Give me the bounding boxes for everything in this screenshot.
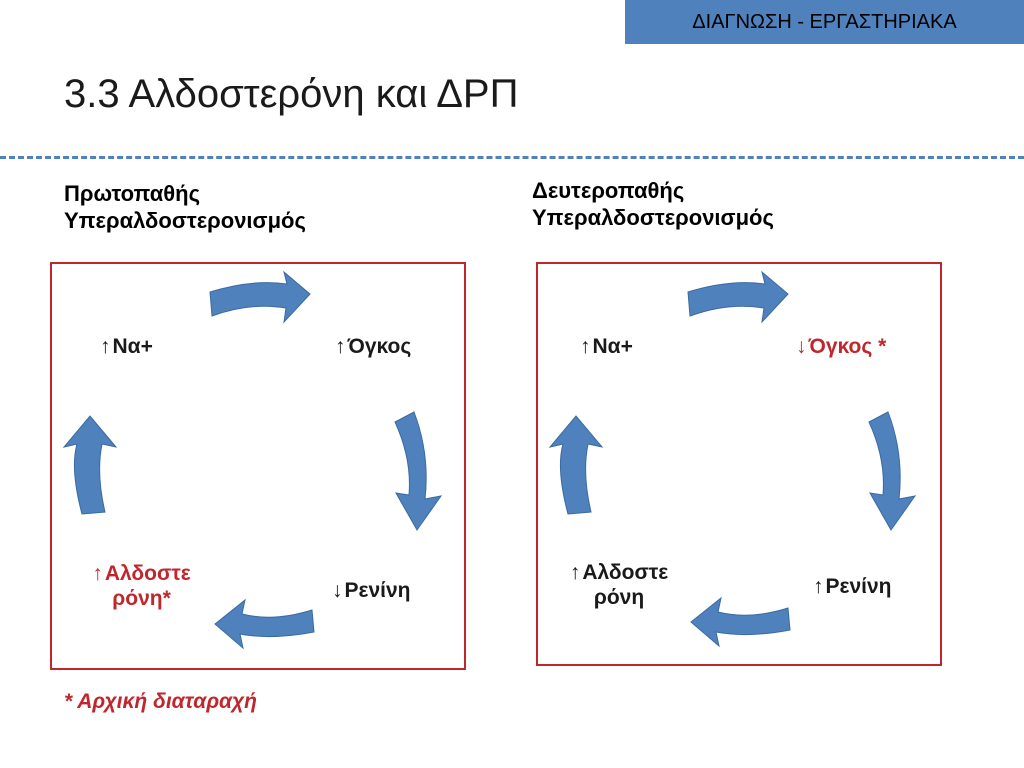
primary-cycle-panel: ↑Να+ ↑Όγκος ↓Ρενίνη ↑Αλδοστε ρόνη*: [50, 262, 466, 670]
primary-heading: Πρωτοπαθής Υπεραλδοστερονισμός: [64, 181, 306, 233]
secondary-sodium-node: ↑Να+: [580, 335, 633, 358]
arrow-up-icon: ↑: [100, 335, 111, 358]
dashed-divider: [0, 156, 1024, 159]
arrow-up-icon: ↑: [335, 335, 346, 358]
arrow-up-icon: ↑: [580, 335, 591, 358]
primary-cycle-arrows: [62, 270, 443, 650]
page-title: 3.3 Αλδοστερόνη και ΔΡΠ: [64, 72, 519, 116]
arrow-down-icon: ↓: [796, 335, 807, 358]
curved-arrow-icon: [868, 411, 917, 531]
curved-arrow-icon: [548, 415, 604, 515]
arrow-up-icon: ↑: [92, 562, 103, 585]
section-tag: ΔΙΑΓΝΩΣΗ - ΕΡΓΑΣΤΗΡΙΑΚΑ: [625, 0, 1024, 44]
curved-arrow-icon: [687, 270, 789, 324]
primary-volume-node: ↑Όγκος: [335, 335, 412, 358]
arrow-up-icon: ↑: [569, 561, 581, 584]
arrow-down-icon: ↓: [332, 579, 343, 602]
curved-arrow-icon: [209, 270, 311, 324]
curved-arrow-icon: [690, 596, 791, 648]
secondary-renin-node: ↑Ρενίνη: [813, 575, 892, 598]
primary-renin-node: ↓Ρενίνη: [332, 579, 411, 602]
curved-arrow-icon: [62, 415, 118, 515]
curved-arrow-icon: [394, 411, 443, 531]
secondary-heading: Δευτεροπαθής Υπεραλδοστερονισμός: [532, 178, 774, 230]
secondary-aldosterone-node: ↑Αλδοστε ρόνη: [569, 561, 669, 609]
curved-arrow-icon: [214, 598, 315, 650]
footnote: * Αρχική διαταραχή: [64, 690, 258, 713]
secondary-cycle-panel: ↑Να+ ↓Όγκος * ↑Ρενίνη ↑Αλδοστε ρόνη: [536, 262, 942, 666]
secondary-cycle-arrows: [548, 270, 917, 648]
arrow-up-icon: ↑: [813, 575, 824, 598]
primary-aldosterone-node: ↑Αλδοστε ρόνη*: [92, 562, 191, 610]
secondary-volume-node: ↓Όγκος *: [796, 335, 887, 358]
primary-sodium-node: ↑Να+: [100, 335, 153, 358]
